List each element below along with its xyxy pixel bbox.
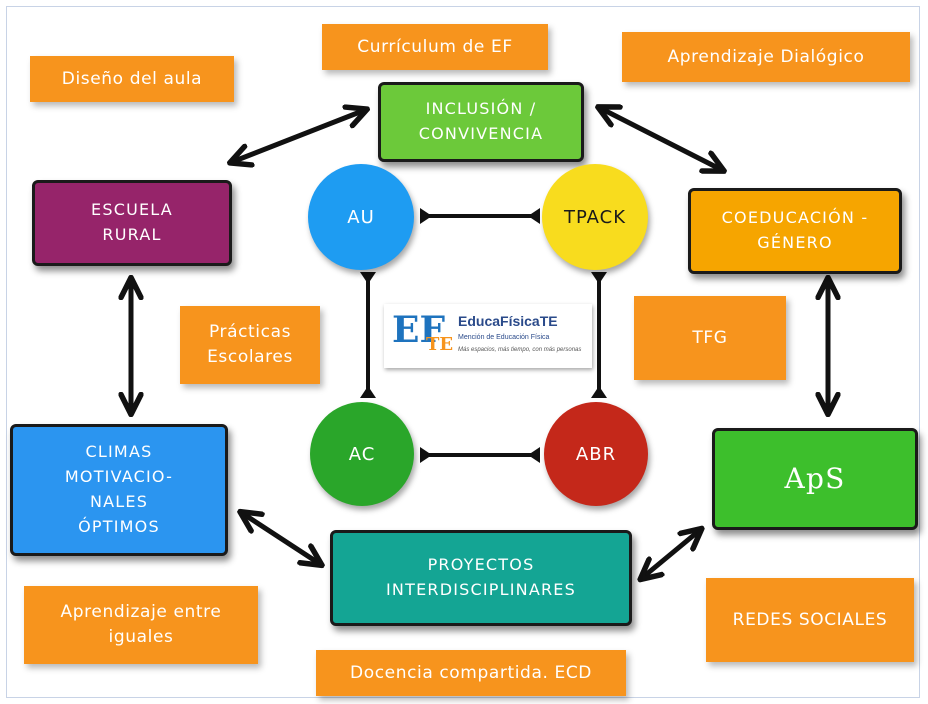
connector-au-tpack-cap-left [420,208,432,224]
circle-ac: AC [310,402,414,506]
box-inclusion-convivencia: INCLUSIÓN / CONVIVENCIA [378,82,584,162]
arrow-proyectos-aps [642,530,700,578]
note-aprendizaje-iguales: Aprendizaje entre iguales [24,586,258,664]
arrow-inclusion-escuela [232,110,365,162]
box-proyectos-interdisciplinares: PROYECTOS INTERDISCIPLINARES [330,530,632,626]
logo-mark-ef: EF [392,309,445,351]
box-aps: ApS [712,428,918,530]
connector-tpack-abr-cap-bottom [591,386,607,398]
note-aprendizaje-dialogico: Aprendizaje Dialógico [622,32,910,82]
circle-abr: ABR [544,402,648,506]
connector-au-ac-cap-bottom [360,386,376,398]
note-docencia: Docencia compartida. ECD [316,650,626,696]
logo-mark-te: TE [426,334,454,355]
arrow-inclusion-coeducacion [600,108,722,170]
box-escuela-rural: ESCUELA RURAL [32,180,232,266]
page-frame [6,6,920,698]
box-climas-motivacionales: CLIMAS MOTIVACIO-NALES ÓPTIMOS [10,424,228,556]
connector-ac-abr-cap-right [528,447,540,463]
logo-tagline: Más espacios, más tiempo, con más person… [458,347,582,353]
circle-tpack: TPACK [542,164,648,270]
connector-tpack-abr-cap-top [591,272,607,284]
logo-subtitle: Mención de Educación Física [458,334,550,341]
arrow-climas-proyectos [242,513,320,564]
note-practicas: Prácticas Escolares [180,306,320,384]
logo-name: EducaFísicaTE [458,313,558,329]
circle-au: AU [308,164,414,270]
note-tfg: TFG [634,296,786,380]
note-diseno-aula: Diseño del aula [30,56,234,102]
box-coeducacion-genero: COEDUCACIÓN -GÉNERO [688,188,902,274]
note-redes-sociales: REDES SOCIALES [706,578,914,662]
connector-ac-abr-cap-left [420,447,432,463]
note-curriculum: Currículum de EF [322,24,548,70]
educafisicate-logo: EF TE EducaFísicaTE Mención de Educación… [384,304,592,368]
connector-au-tpack-cap-right [528,208,540,224]
connector-au-ac-cap-top [360,272,376,284]
